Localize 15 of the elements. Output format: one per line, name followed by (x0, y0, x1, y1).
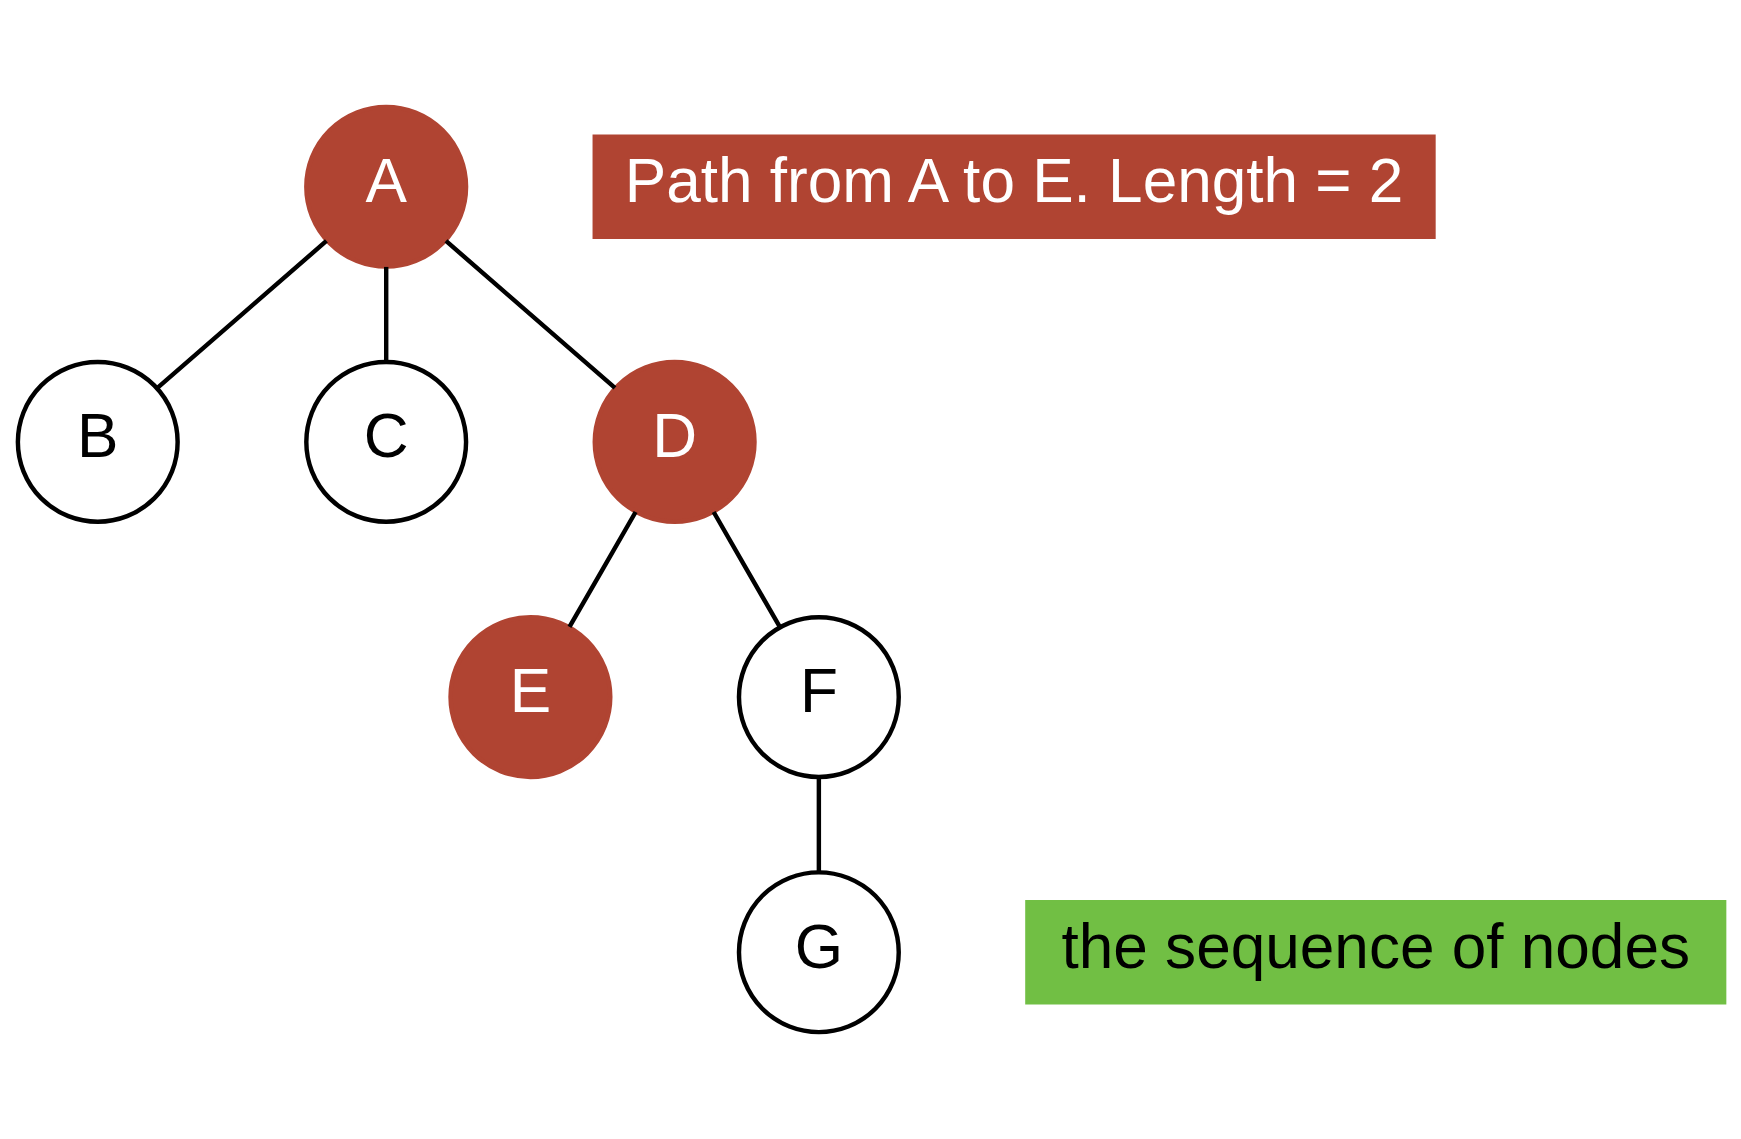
node-box: Path from A to E. Length = 2 (592, 134, 1436, 239)
connector (155, 239, 328, 390)
connector (444, 239, 616, 390)
node-circle: A (303, 104, 468, 269)
node-circle: D (592, 359, 757, 524)
connector (383, 266, 388, 362)
node-circle: C (303, 359, 468, 524)
connector (816, 777, 821, 873)
connector (567, 510, 638, 629)
node-circle: F (736, 615, 901, 780)
connector (711, 510, 782, 629)
node-circle: G (736, 870, 901, 1035)
node-circle: B (15, 359, 180, 524)
node-box: the sequence of nodes (1024, 900, 1726, 1005)
node-circle: E (447, 615, 612, 780)
